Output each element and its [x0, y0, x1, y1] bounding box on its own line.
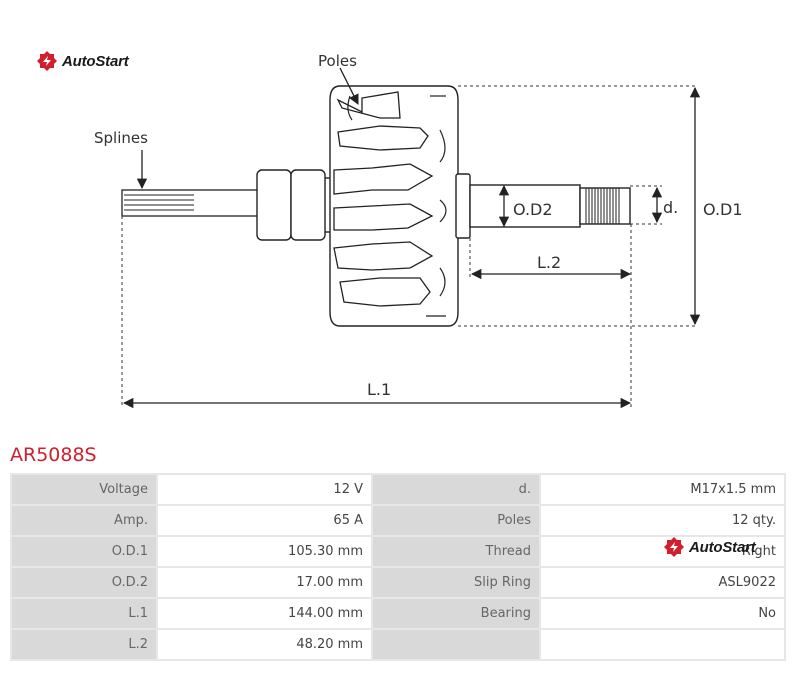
spec-label: L.1	[12, 599, 156, 628]
autostart-logo-icon	[37, 51, 57, 71]
spec-value: 48.20 mm	[158, 630, 371, 659]
spec-label: L.2	[12, 630, 156, 659]
dimension-lines	[122, 67, 701, 409]
spec-value: 17.00 mm	[158, 568, 371, 597]
right-shaft	[455, 173, 631, 239]
spec-label: Bearing	[373, 599, 539, 628]
spec-value: 12 qty.	[541, 506, 784, 535]
spec-label: O.D.1	[12, 537, 156, 566]
spec-value: 12 V	[158, 475, 371, 504]
od1-label: O.D1	[703, 200, 743, 219]
brand-name: AutoStart	[62, 52, 129, 70]
spec-value: ASL9022	[541, 568, 784, 597]
spec-table: Voltage 12 V d. M17x1.5 mm Amp. 65 A Pol…	[10, 473, 786, 661]
product-code: AR5088S	[10, 444, 97, 466]
spec-value: 144.00 mm	[158, 599, 371, 628]
left-collar	[256, 169, 331, 241]
extension-lines	[121, 85, 698, 408]
spec-value: M17x1.5 mm	[541, 475, 784, 504]
table-row: O.D.2 17.00 mm Slip Ring ASL9022	[12, 568, 784, 597]
rotor-diagram: Poles Splines O.D2 d. O.D1 L.2 L.1	[94, 52, 743, 409]
spec-label: Amp.	[12, 506, 156, 535]
splines-label: Splines	[94, 129, 148, 147]
d-label: d.	[663, 198, 678, 217]
spec-value	[541, 630, 784, 659]
spec-value: 65 A	[158, 506, 371, 535]
spec-value: No	[541, 599, 784, 628]
table-row: L.1 144.00 mm Bearing No	[12, 599, 784, 628]
od2-label: O.D2	[513, 200, 553, 219]
table-row: O.D.1 105.30 mm Thread Right	[12, 537, 784, 566]
l2-label: L.2	[537, 253, 561, 272]
spec-label: Slip Ring	[373, 568, 539, 597]
table-row: Amp. 65 A Poles 12 qty.	[12, 506, 784, 535]
spec-value: 105.30 mm	[158, 537, 371, 566]
brand-logo: AutoStart	[36, 50, 129, 72]
spec-label: Voltage	[12, 475, 156, 504]
autostart-logo-icon	[664, 537, 684, 557]
poles-label: Poles	[318, 52, 357, 70]
l1-label: L.1	[367, 380, 391, 399]
watermark-brand-name: AutoStart	[689, 538, 756, 556]
spec-label: O.D.2	[12, 568, 156, 597]
spec-label	[373, 630, 539, 659]
spec-value: Right	[541, 537, 784, 566]
spec-label: Thread	[373, 537, 539, 566]
table-row: L.2 48.20 mm	[12, 630, 784, 659]
spline-shaft	[121, 189, 259, 217]
watermark-logo: AutoStart	[663, 536, 756, 558]
rotor-poles	[329, 85, 470, 327]
spec-label: d.	[373, 475, 539, 504]
table-row: Voltage 12 V d. M17x1.5 mm	[12, 475, 784, 504]
spec-label: Poles	[373, 506, 539, 535]
